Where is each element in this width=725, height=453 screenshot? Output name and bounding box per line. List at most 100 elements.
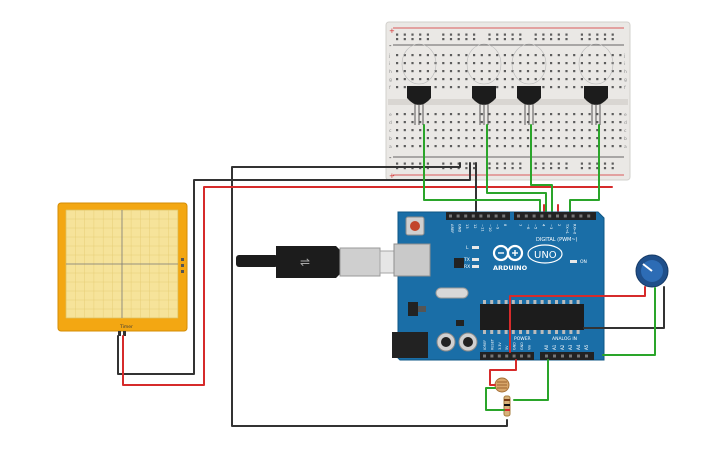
breadboard-rail-hole[interactable] — [496, 38, 499, 41]
breadboard-hole[interactable] — [611, 54, 614, 57]
digital-pin-holes[interactable] — [449, 214, 591, 218]
breadboard-hole[interactable] — [596, 145, 599, 148]
ir-sensor-body[interactable] — [584, 86, 608, 105]
breadboard-hole[interactable] — [534, 62, 537, 65]
breadboard-hole[interactable] — [457, 145, 460, 148]
breadboard-rail-hole[interactable] — [519, 167, 522, 170]
breadboard-hole[interactable] — [473, 137, 476, 140]
breadboard-hole[interactable] — [419, 70, 422, 73]
breadboard-hole[interactable] — [588, 62, 591, 65]
red-wire-ldr[interactable] — [489, 359, 517, 386]
breadboard-rail-hole[interactable] — [588, 162, 591, 165]
breadboard-hole[interactable] — [426, 121, 429, 124]
breadboard-hole[interactable] — [480, 70, 483, 73]
breadboard-hole[interactable] — [442, 129, 445, 132]
breadboard-hole[interactable] — [565, 86, 568, 89]
green-wire-sensor-3[interactable] — [530, 124, 553, 216]
breadboard-hole[interactable] — [619, 78, 622, 81]
breadboard-rail-hole[interactable] — [603, 33, 607, 36]
breadboard-rail-hole[interactable] — [396, 162, 399, 165]
breadboard-hole[interactable] — [442, 62, 445, 65]
breadboard-hole[interactable] — [419, 145, 422, 148]
breadboard-rail-hole[interactable] — [426, 162, 429, 165]
breadboard-hole[interactable] — [603, 113, 607, 116]
breadboard-hole[interactable] — [534, 129, 537, 132]
ir-sensor-4[interactable] — [578, 43, 614, 125]
breadboard-hole[interactable] — [619, 70, 622, 73]
green-wire-sensor-2[interactable] — [486, 124, 547, 216]
breadboard-hole[interactable] — [411, 78, 414, 81]
breadboard-rail-hole[interactable] — [503, 38, 506, 41]
breadboard-hole[interactable] — [480, 145, 483, 148]
breadboard-hole[interactable] — [403, 54, 406, 57]
breadboard-hole[interactable] — [534, 70, 537, 73]
bottom-pin-holes[interactable] — [483, 354, 588, 358]
breadboard-hole[interactable] — [611, 70, 614, 73]
digital-pin-hole[interactable] — [548, 214, 552, 218]
breadboard-rail-hole[interactable] — [580, 167, 583, 170]
breadboard-rail-hole[interactable] — [465, 38, 468, 41]
breadboard-hole[interactable] — [488, 62, 491, 65]
breadboard-rail-hole[interactable] — [442, 33, 445, 36]
breadboard-rail-hole[interactable] — [611, 38, 614, 41]
digital-pin-hole[interactable] — [456, 214, 460, 218]
breadboard-hole[interactable] — [619, 129, 622, 132]
breadboard-hole[interactable] — [550, 129, 553, 132]
breadboard-hole[interactable] — [542, 137, 545, 140]
black-wire-pot-gnd[interactable] — [583, 286, 665, 329]
red-wire-plotter[interactable] — [122, 186, 613, 386]
breadboard-hole[interactable] — [596, 129, 599, 132]
breadboard-hole[interactable] — [519, 70, 522, 73]
breadboard-hole[interactable] — [542, 86, 545, 89]
wires[interactable] — [117, 124, 613, 427]
breadboard-hole[interactable] — [526, 113, 530, 116]
breadboard-rail-hole[interactable] — [588, 38, 591, 41]
breadboard-hole[interactable] — [396, 62, 399, 65]
breadboard-hole[interactable] — [534, 137, 537, 140]
breadboard-hole[interactable] — [488, 70, 491, 73]
breadboard-hole[interactable] — [473, 62, 476, 65]
breadboard-hole[interactable] — [403, 137, 406, 140]
breadboard-hole[interactable] — [534, 54, 537, 57]
breadboard-rail-hole[interactable] — [596, 38, 599, 41]
breadboard-rail-hole[interactable] — [496, 167, 499, 170]
digital-pin-hole[interactable] — [524, 214, 528, 218]
power-pin-hole[interactable] — [527, 354, 531, 358]
breadboard-hole[interactable] — [565, 70, 568, 73]
breadboard-hole[interactable] — [596, 70, 599, 73]
breadboard-hole[interactable] — [434, 62, 437, 65]
breadboard-hole[interactable] — [411, 129, 414, 132]
breadboard-hole[interactable] — [565, 145, 568, 148]
breadboard-rail-hole[interactable] — [542, 38, 545, 41]
breadboard-rail-hole[interactable] — [426, 38, 429, 41]
breadboard-hole[interactable] — [434, 121, 437, 124]
breadboard-hole[interactable] — [465, 121, 468, 124]
breadboard-hole[interactable] — [511, 129, 514, 132]
breadboard-hole[interactable] — [619, 54, 622, 57]
breadboard-hole[interactable] — [619, 113, 622, 116]
breadboard-hole[interactable] — [519, 62, 522, 65]
breadboard-hole[interactable] — [557, 86, 560, 89]
breadboard-rail-hole[interactable] — [411, 162, 414, 165]
breadboard-hole[interactable] — [457, 113, 460, 116]
breadboard-hole[interactable] — [596, 62, 599, 65]
breadboard-hole[interactable] — [465, 129, 468, 132]
breadboard-rail-hole[interactable] — [596, 33, 599, 36]
breadboard-rail-hole[interactable] — [557, 162, 560, 165]
analog-header[interactable] — [540, 352, 594, 360]
breadboard-rail-hole[interactable] — [611, 167, 614, 170]
breadboard-hole[interactable] — [565, 137, 568, 140]
power-pin-hole[interactable] — [505, 354, 509, 358]
breadboard-hole[interactable] — [496, 70, 499, 73]
breadboard-hole[interactable] — [611, 137, 614, 140]
breadboard-rail-hole[interactable] — [426, 33, 429, 36]
breadboard-rail-hole[interactable] — [534, 162, 537, 165]
breadboard-hole[interactable] — [434, 129, 437, 132]
breadboard-hole[interactable] — [411, 121, 414, 124]
breadboard-hole[interactable] — [603, 62, 607, 65]
breadboard-hole[interactable] — [519, 121, 522, 124]
breadboard-hole[interactable] — [465, 78, 468, 81]
breadboard-hole[interactable] — [550, 78, 553, 81]
breadboard-hole[interactable] — [396, 54, 399, 57]
